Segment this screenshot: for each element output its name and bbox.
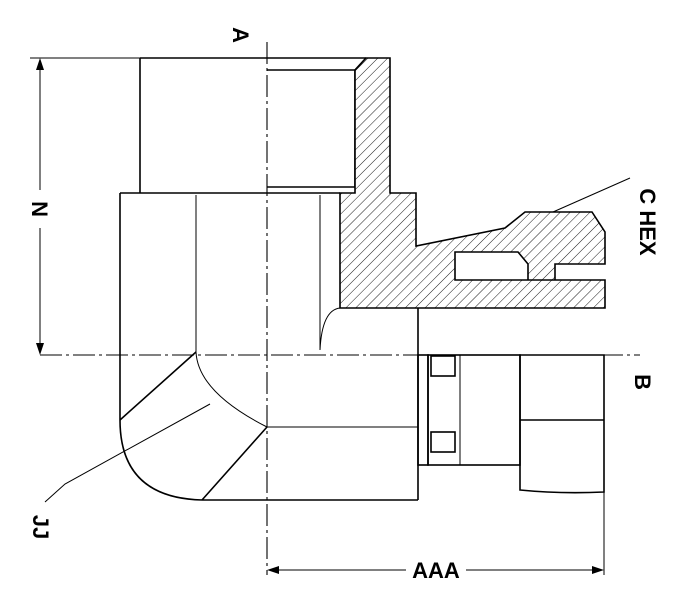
label-axis-b: B xyxy=(630,374,655,390)
section-hatch xyxy=(339,57,606,309)
label-jj: JJ xyxy=(28,515,53,539)
leader-jj xyxy=(44,403,211,503)
dimension-n xyxy=(30,57,140,355)
label-axis-a: A xyxy=(228,27,253,43)
swivel-nut xyxy=(417,354,605,575)
label-dim-aaa: AAA xyxy=(412,558,460,583)
top-port xyxy=(139,57,366,193)
label-dim-n: N xyxy=(27,201,52,217)
dimension-aaa xyxy=(267,566,604,574)
leader-hex xyxy=(552,177,631,213)
label-hex: C HEX xyxy=(635,188,660,256)
